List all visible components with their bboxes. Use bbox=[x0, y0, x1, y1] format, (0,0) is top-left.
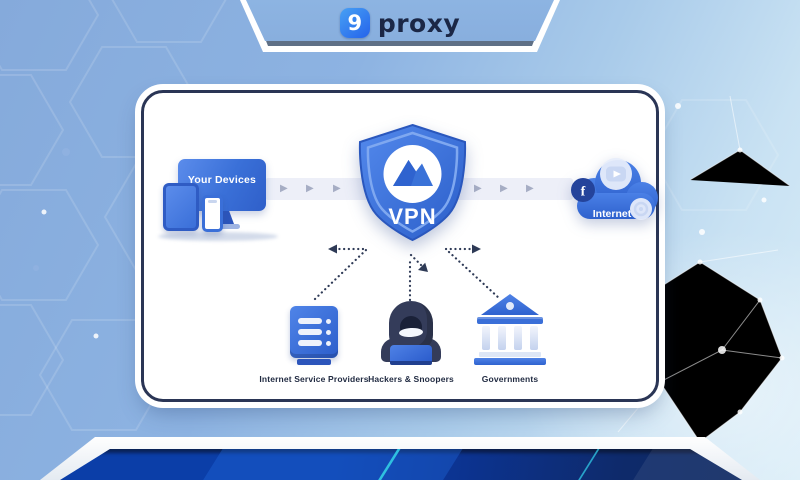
devices-shadow bbox=[158, 232, 278, 241]
threat-item-governments: Governments bbox=[435, 294, 585, 384]
flow-arrow-icon: ▶ bbox=[526, 183, 534, 194]
flow-arrow-icon: ▶ bbox=[500, 183, 508, 194]
monitor-base bbox=[206, 224, 240, 229]
hacker-icon bbox=[379, 301, 443, 365]
threat-item-isp: Internet Service Providers bbox=[239, 299, 389, 384]
threat-label-isp: Internet Service Providers bbox=[259, 374, 369, 384]
svg-text:f: f bbox=[581, 185, 586, 200]
internet-cloud-icon: Internet f bbox=[571, 158, 658, 220]
band-teal-line bbox=[566, 449, 606, 480]
threat-label-hackers: Hackers & Snoopers bbox=[368, 374, 454, 384]
tablet-icon bbox=[163, 183, 199, 231]
flow-arrow-icon: ▶ bbox=[333, 183, 341, 194]
brand-logo: 9 proxy bbox=[0, 8, 800, 38]
hacker-laptop bbox=[390, 345, 432, 365]
vpn-label: VPN bbox=[388, 204, 436, 229]
devices-label: Your Devices bbox=[187, 174, 257, 186]
flow-arrow-icon: ▶ bbox=[306, 183, 314, 194]
top-banner: 9 proxy bbox=[0, 0, 800, 60]
band-streak bbox=[191, 449, 469, 480]
phone-icon bbox=[202, 195, 223, 232]
threat-item-hackers: Hackers & Snoopers bbox=[336, 299, 486, 384]
blocked-arrows bbox=[313, 244, 502, 302]
instagram-icon bbox=[630, 198, 652, 220]
main-card: ▶ ▶ ▶ ▶ ▶ ▶ Your Devices bbox=[141, 90, 659, 402]
server-icon bbox=[290, 306, 338, 358]
threat-label-governments: Governments bbox=[481, 374, 539, 384]
bottom-band bbox=[0, 435, 800, 480]
internet-label: Internet bbox=[593, 208, 632, 220]
banner-inner bbox=[246, 0, 554, 41]
flow-arrow-icon: ▶ bbox=[474, 183, 482, 194]
server-base bbox=[297, 359, 331, 365]
tablet-screen bbox=[166, 186, 196, 228]
brand-name: proxy bbox=[377, 8, 461, 38]
flow-arrow-icon: ▶ bbox=[280, 183, 288, 194]
vpn-shield-icon: VPN bbox=[358, 123, 467, 242]
bottom-band-navy bbox=[60, 449, 742, 480]
logo-9-icon: 9 bbox=[339, 8, 370, 38]
youtube-icon bbox=[600, 158, 632, 190]
government-building-icon bbox=[474, 294, 546, 365]
phone-notch bbox=[208, 200, 217, 203]
facebook-icon: f bbox=[571, 178, 595, 202]
